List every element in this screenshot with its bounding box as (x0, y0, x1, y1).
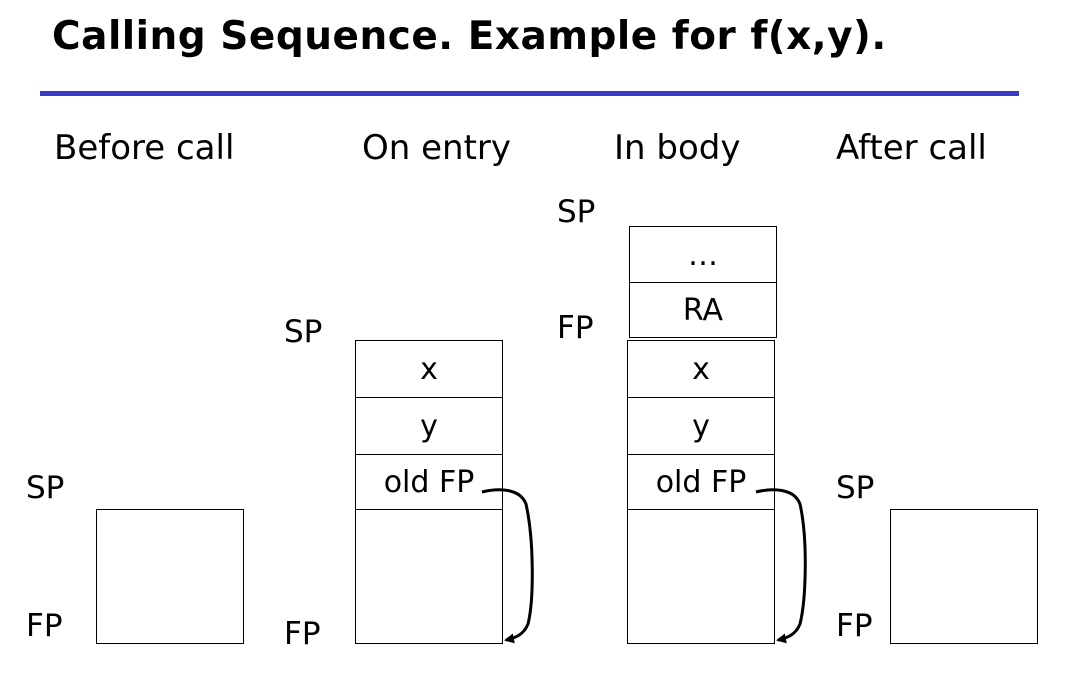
stack-cell-x-in-body: x (627, 340, 775, 398)
slide-title: Calling Sequence. Example for f(x,y). (52, 14, 887, 59)
sp-label-before-call: SP (26, 470, 65, 506)
column-title-after-call: After call (836, 128, 987, 168)
stack-frame-on-entry (355, 509, 503, 644)
stack-cell-x-on-entry: x (355, 340, 503, 398)
stack-cell-ra-in-body: RA (629, 282, 777, 338)
column-title-on-entry: On entry (362, 128, 512, 168)
sp-label-on-entry: SP (284, 314, 323, 350)
stack-frame-in-body (627, 509, 775, 644)
fp-label-on-entry: FP (284, 616, 321, 652)
sp-label-after-call: SP (836, 470, 875, 506)
fp-label-after-call: FP (836, 608, 873, 644)
stack-cell-y-on-entry: y (355, 397, 503, 455)
saved-fp-arrow-on-entry (481, 488, 534, 644)
title-underline (40, 91, 1019, 96)
column-title-before-call: Before call (54, 128, 235, 168)
column-title-in-body: In body (614, 128, 741, 168)
stack-frame-after-call (890, 509, 1038, 644)
sp-label-in-body: SP (557, 194, 596, 230)
saved-fp-arrow-in-body (755, 488, 807, 644)
stack-frame-before-call (96, 509, 244, 644)
stack-cell-ellipsis-in-body: … (629, 226, 777, 284)
stack-cell-y-in-body: y (627, 397, 775, 455)
fp-label-before-call: FP (26, 608, 63, 644)
stack-cell-old-fp-on-entry: old FP (355, 454, 503, 510)
fp-label-in-body: FP (557, 310, 594, 346)
